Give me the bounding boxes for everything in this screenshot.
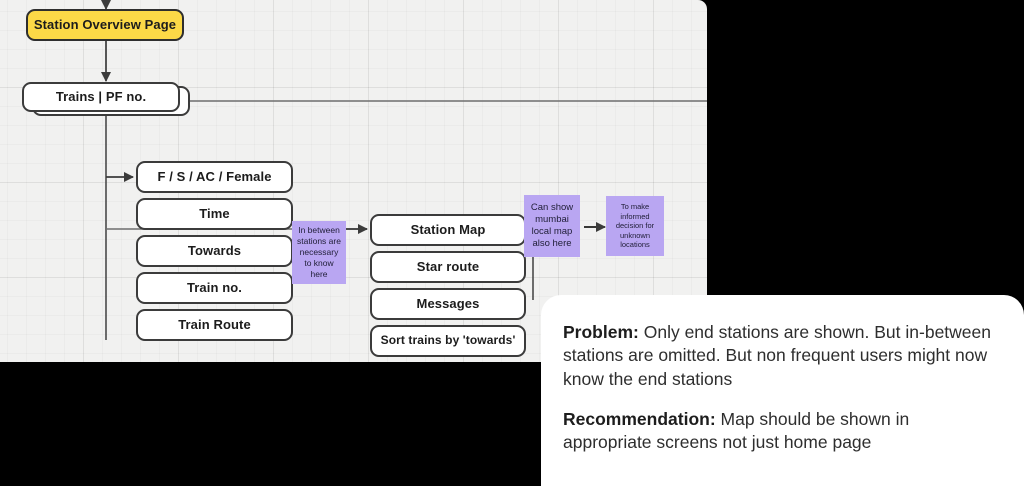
callout-problem-paragraph: Problem: Only end stations are shown. Bu… [563, 321, 1002, 391]
annotation-callout-card: Problem: Only end stations are shown. Bu… [541, 295, 1024, 486]
sticky-note-in-between-stations[interactable]: In between stations are necessary to kno… [292, 221, 346, 284]
callout-recommendation-text: Map should be shown in appropriate scree… [563, 408, 910, 453]
node-time[interactable]: Time [136, 198, 293, 230]
node-f-s-ac-female[interactable]: F / S / AC / Female [136, 161, 293, 193]
node-train-route[interactable]: Train Route [136, 309, 293, 341]
sticky-note-mumbai-local-map[interactable]: Can show mumbai local map also here [524, 195, 580, 257]
node-sort-trains-by-towards[interactable]: Sort trains by 'towards' [370, 325, 526, 357]
callout-recommendation-label: Recommendation: [563, 408, 716, 429]
sticky-note-informed-decision[interactable]: To make informed decision for unknown lo… [606, 196, 664, 256]
node-station-overview-page[interactable]: Station Overview Page [26, 9, 184, 41]
callout-problem-label: Problem: [563, 322, 639, 342]
node-trains-pf-no[interactable]: Trains | PF no. [22, 82, 180, 112]
callout-recommendation-paragraph: Recommendation: Map should be shown in a… [563, 408, 1002, 455]
node-station-map[interactable]: Station Map [370, 214, 526, 246]
node-train-no[interactable]: Train no. [136, 272, 293, 304]
callout-problem-text: Only end stations are shown. But in-betw… [563, 322, 992, 389]
node-messages[interactable]: Messages [370, 288, 526, 320]
node-towards[interactable]: Towards [136, 235, 293, 267]
node-star-route[interactable]: Star route [370, 251, 526, 283]
flowchart-canvas[interactable]: Station Overview Page Trains | PF no. F … [0, 0, 707, 362]
